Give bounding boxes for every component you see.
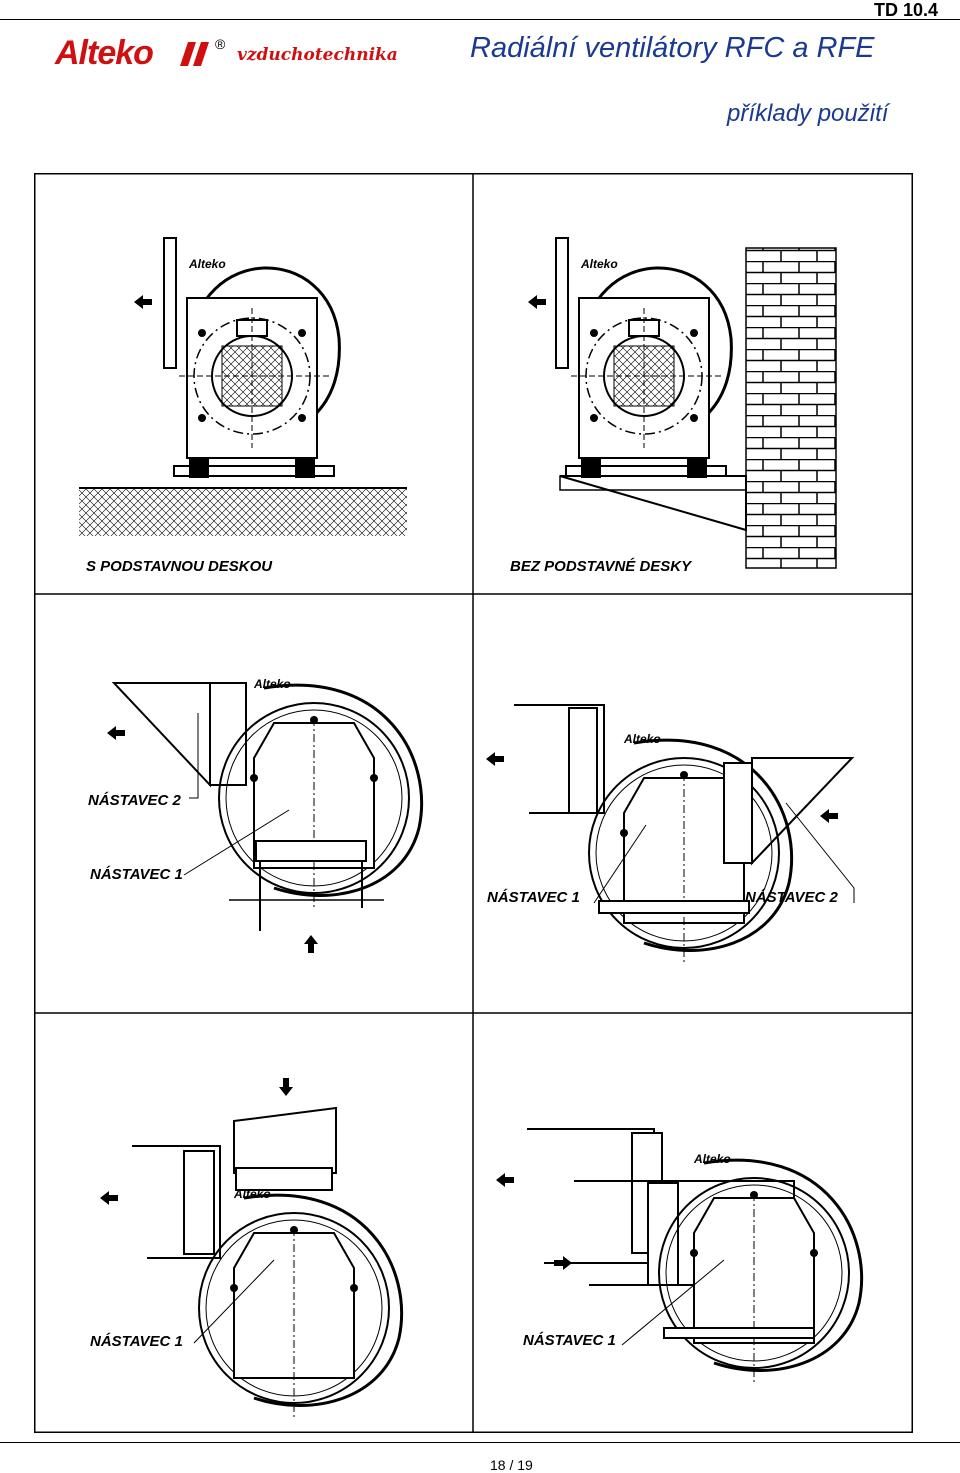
caption-without-base-plate: BEZ PODSTAVNÉ DESKY	[510, 558, 693, 575]
page-number: 18 / 19	[490, 1457, 533, 1473]
page-subtitle: příklady použití	[727, 100, 889, 127]
total-pages: 19	[517, 1457, 533, 1473]
header-rule	[0, 19, 960, 20]
logo-subtitle: vzduchotechnika	[237, 45, 398, 65]
p3-label-extension-2: NÁSTAVEC 2	[88, 792, 181, 809]
panel-extension-top-inlet: NÁSTAVEC 1	[90, 1078, 404, 1420]
panel-extension-horizontal: NÁSTAVEC 1 NÁSTAVEC 2	[486, 704, 855, 965]
page-separator: /	[509, 1457, 514, 1473]
p4-label-extension-2: NÁSTAVEC 2	[745, 889, 838, 906]
p5-label-extension-1: NÁSTAVEC 1	[90, 1333, 183, 1350]
drawing-frame: Alteko Alteko S PODSTAVNOU DESKOU	[34, 173, 913, 1433]
caption-with-base-plate: S PODSTAVNOU DESKOU	[86, 558, 273, 575]
company-logo: Alteko ® vzduchotechnika	[55, 34, 398, 74]
current-page: 18	[490, 1457, 506, 1473]
registered-mark: ®	[215, 36, 226, 52]
document-code: TD 10.4	[873, 0, 938, 20]
logo-brand-text: Alteko	[55, 34, 154, 72]
p3-label-extension-1: NÁSTAVEC 1	[90, 866, 183, 883]
logo-bars-icon	[180, 42, 209, 66]
page-title: Radiální ventilátory RFC a RFE	[470, 32, 875, 64]
footer-rule	[0, 1442, 960, 1443]
panel-extension-through: NÁSTAVEC 1	[496, 1128, 864, 1385]
p4-label-extension-1: NÁSTAVEC 1	[487, 889, 580, 906]
panel-without-base-plate: BEZ PODSTAVNÉ DESKY	[510, 236, 837, 575]
panel-with-base-plate: S PODSTAVNOU DESKOU	[79, 236, 407, 575]
panel-extension-vertical-inlet: NÁSTAVEC 2 NÁSTAVEC 1	[88, 675, 424, 953]
p6-label-extension-1: NÁSTAVEC 1	[523, 1332, 616, 1349]
